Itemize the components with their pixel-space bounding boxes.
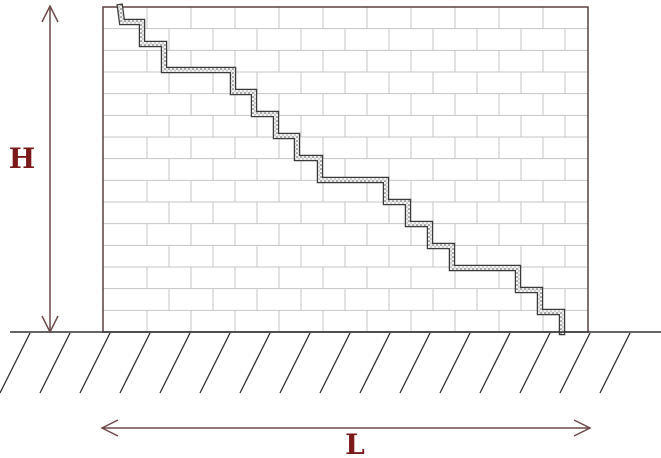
ground-hatch-stroke bbox=[79, 332, 111, 394]
length-dimension: L bbox=[100, 419, 592, 458]
ground-hatch-stroke bbox=[279, 332, 311, 394]
ground bbox=[0, 331, 661, 394]
ground-hatch-stroke bbox=[119, 332, 151, 394]
ground-hatch-stroke bbox=[599, 332, 631, 394]
ground-hatch-stroke bbox=[159, 332, 191, 394]
ground-hatching bbox=[0, 332, 631, 394]
brick-wall bbox=[102, 6, 589, 333]
ground-hatch-stroke bbox=[439, 332, 471, 394]
height-dimension: H bbox=[9, 4, 59, 334]
length-label: L bbox=[345, 428, 365, 458]
height-label: H bbox=[9, 142, 35, 175]
ground-hatch-stroke bbox=[39, 332, 71, 394]
ground-hatch-stroke bbox=[0, 332, 31, 394]
ground-hatch-stroke bbox=[399, 332, 431, 394]
ground-hatch-stroke bbox=[359, 332, 391, 394]
stepped-crack bbox=[116, 3, 566, 336]
ground-hatch-stroke bbox=[519, 332, 551, 394]
ground-hatch-stroke bbox=[559, 332, 591, 394]
ground-hatch-stroke bbox=[319, 332, 351, 394]
ground-hatch-stroke bbox=[479, 332, 511, 394]
ground-hatch-stroke bbox=[199, 332, 231, 394]
ground-hatch-stroke bbox=[239, 332, 271, 394]
crack-texture bbox=[117, 4, 564, 334]
